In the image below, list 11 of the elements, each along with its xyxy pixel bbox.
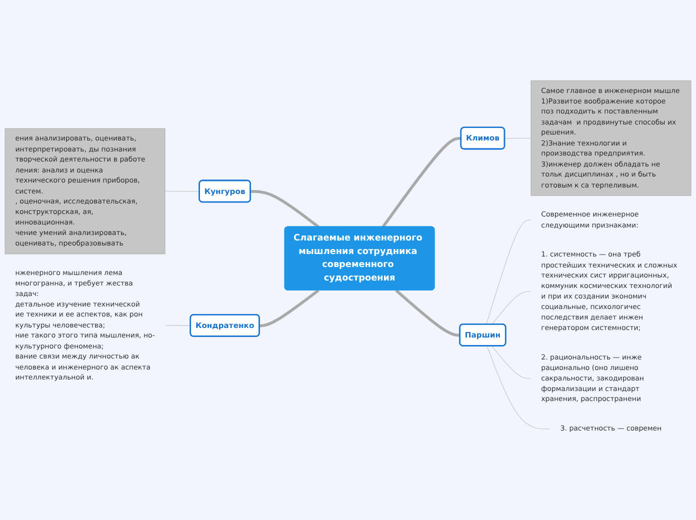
connector	[164, 325, 192, 326]
connector	[492, 346, 532, 379]
connector	[486, 346, 550, 430]
connector	[260, 289, 320, 328]
connector	[486, 220, 532, 325]
connector	[395, 289, 460, 337]
connector	[382, 136, 462, 228]
connector	[250, 190, 320, 228]
connector	[504, 138, 532, 139]
connector	[164, 190, 200, 192]
connector	[492, 291, 532, 325]
